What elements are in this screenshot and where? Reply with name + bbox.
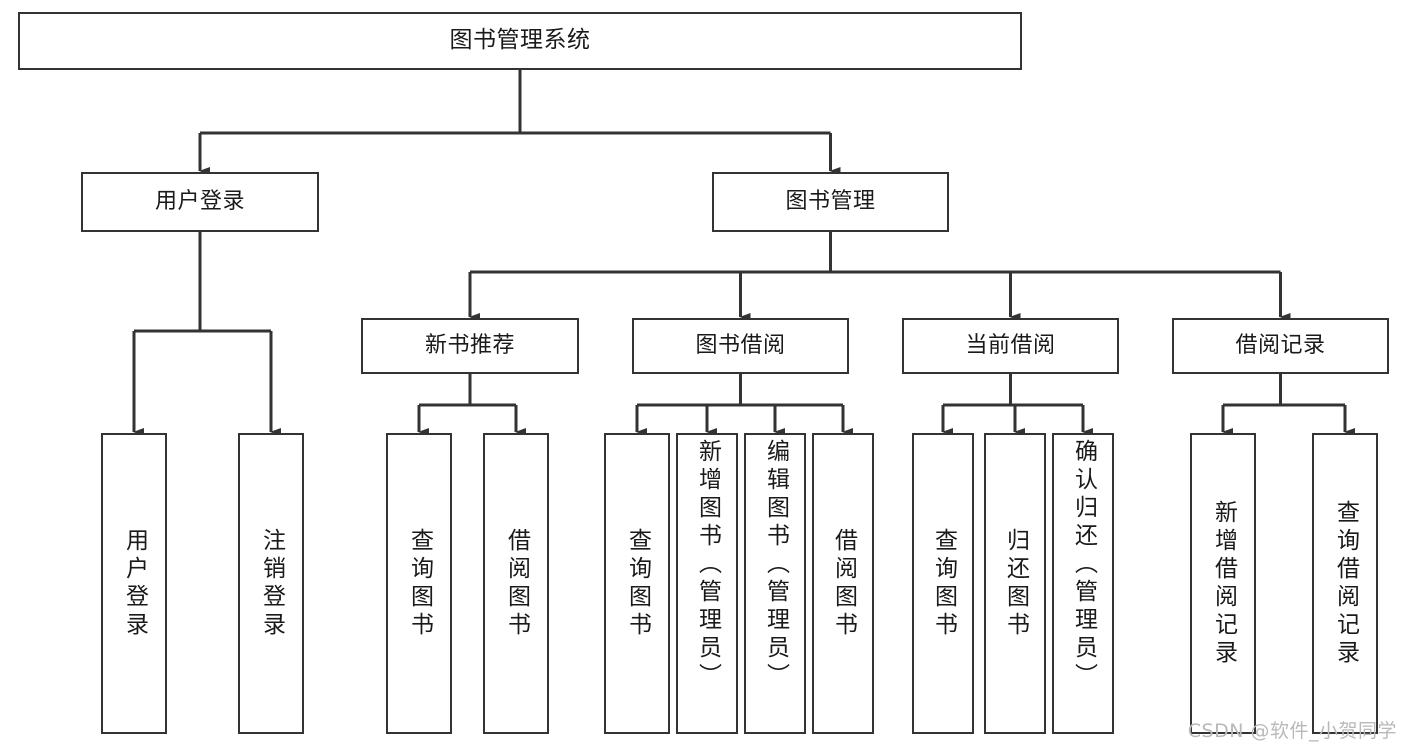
- node-leaf-user-logout[interactable]: 注销登录: [238, 433, 304, 734]
- node-user-login[interactable]: 用户登录: [81, 172, 319, 232]
- node-leaf-borrow-book-rec[interactable]: 借阅图书: [483, 433, 549, 734]
- node-current-borrow-label: 当前借阅: [965, 332, 1056, 358]
- node-leaf-query-book-borrow-label: 查询图书: [624, 527, 651, 640]
- node-leaf-query-book-cur[interactable]: 查询图书: [912, 433, 974, 734]
- node-leaf-query-record[interactable]: 查询借阅记录: [1312, 433, 1378, 734]
- node-user-login-label: 用户登录: [154, 188, 245, 214]
- node-leaf-borrow-book-rec-label: 借阅图书: [503, 527, 530, 640]
- node-root-label: 图书管理系统: [449, 27, 591, 54]
- node-leaf-return-book-label: 归还图书: [1002, 527, 1029, 640]
- node-leaf-return-book[interactable]: 归还图书: [984, 433, 1046, 734]
- node-root[interactable]: 图书管理系统: [18, 12, 1022, 70]
- node-leaf-query-book-rec-label: 查询图书: [406, 527, 433, 640]
- node-leaf-query-book-rec[interactable]: 查询图书: [386, 433, 452, 734]
- node-leaf-query-book-borrow[interactable]: 查询图书: [604, 433, 670, 734]
- node-leaf-user-logout-label: 注销登录: [258, 527, 285, 640]
- node-book-borrow[interactable]: 图书借阅: [632, 318, 849, 374]
- node-leaf-user-login[interactable]: 用户登录: [101, 433, 167, 734]
- node-current-borrow[interactable]: 当前借阅: [902, 318, 1119, 374]
- node-leaf-edit-book-label: 编辑图书（管理员）: [762, 439, 789, 691]
- node-new-book-rec-label: 新书推荐: [424, 332, 515, 358]
- node-leaf-add-record-label: 新增借阅记录: [1210, 499, 1237, 668]
- node-book-manage[interactable]: 图书管理: [712, 172, 949, 232]
- node-leaf-add-book[interactable]: 新增图书（管理员）: [676, 433, 738, 734]
- node-leaf-confirm-return[interactable]: 确认归还（管理员）: [1052, 433, 1114, 734]
- node-book-borrow-label: 图书借阅: [695, 332, 786, 358]
- node-leaf-add-book-label: 新增图书（管理员）: [694, 439, 721, 691]
- node-leaf-borrow-book-label: 借阅图书: [830, 527, 857, 640]
- node-leaf-query-record-label: 查询借阅记录: [1332, 499, 1359, 668]
- node-new-book-rec[interactable]: 新书推荐: [361, 318, 579, 374]
- node-leaf-query-book-cur-label: 查询图书: [930, 527, 957, 640]
- node-borrow-record-label: 借阅记录: [1235, 332, 1326, 358]
- node-leaf-user-login-label: 用户登录: [121, 527, 148, 640]
- node-leaf-borrow-book[interactable]: 借阅图书: [812, 433, 874, 734]
- node-leaf-edit-book[interactable]: 编辑图书（管理员）: [744, 433, 806, 734]
- node-borrow-record[interactable]: 借阅记录: [1172, 318, 1389, 374]
- node-leaf-add-record[interactable]: 新增借阅记录: [1190, 433, 1256, 734]
- node-book-manage-label: 图书管理: [785, 188, 876, 214]
- node-leaf-confirm-return-label: 确认归还（管理员）: [1070, 439, 1097, 691]
